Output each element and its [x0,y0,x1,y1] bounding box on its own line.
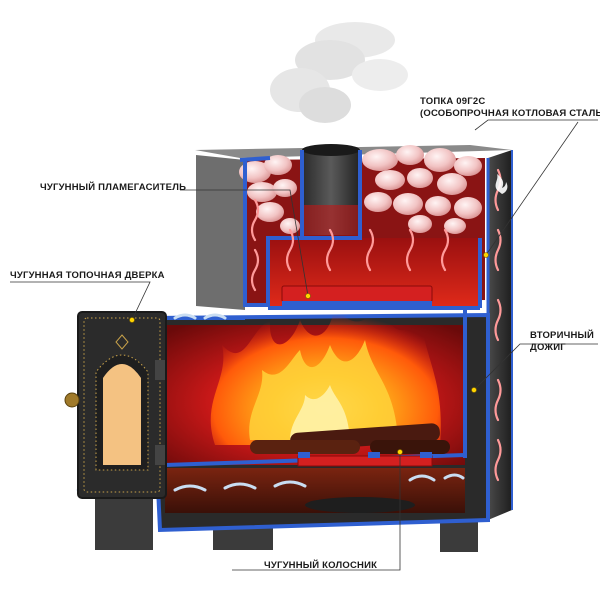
door-handle-icon [64,392,80,408]
chimney-pipe [302,144,360,235]
label-afterburn-line2: ДОЖИГ [530,342,566,353]
callout-dots [129,252,489,455]
firewood-logs [250,423,450,454]
label-fire-door: ЧУГУННАЯ ТОПОЧНАЯ ДВЕРКА [10,270,165,281]
cast-iron-grate [297,452,433,467]
heat-flow-arrows [250,168,502,482]
right-side-panel [486,150,513,520]
label-afterburn-line1: ВТОРИЧНЫЙ [530,330,595,341]
fire-flames [210,300,441,445]
label-firebox-steel: ТОПКА 09Г2С (ОСОБОПРОЧНАЯ КОТЛОВАЯ СТАЛЬ… [420,96,600,120]
label-secondary-afterburn: ВТОРИЧНЫЙ ДОЖИГ [530,330,594,354]
flame-icon [495,174,508,194]
sauna-stones [239,145,482,234]
label-firebox-line2: (ОСОБОПРОЧНАЯ КОТЛОВАЯ СТАЛЬ) [420,108,600,119]
label-firebox-line1: ТОПКА 09Г2С [420,96,486,107]
callout-lines [10,119,598,571]
label-grate: ЧУГУННЫЙ КОЛОСНИК [264,560,378,571]
ash-pile [305,497,415,513]
left-outer-wall [196,155,245,310]
cast-iron-door [64,311,167,499]
steam-smoke [270,22,408,123]
flame-arrester [281,285,433,306]
label-flame-arrester: ЧУГУННЫЙ ПЛАМЕГАСИТЕЛЬ [40,182,187,193]
